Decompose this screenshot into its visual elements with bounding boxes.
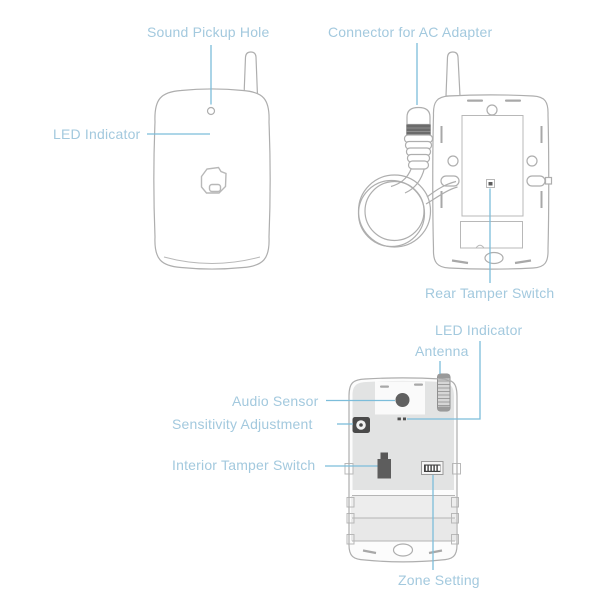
brand-logo-icon	[200, 166, 227, 194]
label-interior-tamper-switch: Interior Tamper Switch	[172, 457, 316, 473]
interior-tamper-switch	[377, 452, 391, 479]
back-screw-hole-right	[526, 155, 538, 167]
internal-body-outline	[348, 377, 458, 563]
label-led-indicator-front: LED Indicator	[53, 126, 141, 142]
back-bottom-slot	[484, 251, 504, 265]
internal-top-vent-right	[414, 383, 423, 386]
back-top-vent-right	[505, 99, 521, 102]
front-antenna	[243, 51, 259, 97]
label-rear-tamper-switch: Rear Tamper Switch	[425, 285, 555, 301]
back-screw-hole-left	[447, 155, 459, 167]
label-zone-setting: Zone Setting	[398, 572, 480, 588]
label-audio-sensor: Audio Sensor	[232, 393, 319, 409]
internal-bottom-dash-right	[428, 549, 443, 555]
sensitivity-adjustment-pot	[352, 417, 370, 433]
back-bottom-dash-right	[514, 259, 532, 265]
front-view-drawing	[153, 51, 271, 270]
internal-view-drawing	[344, 373, 461, 563]
back-side-rib	[540, 191, 543, 208]
leader-led-indicator-internal	[407, 341, 481, 420]
battery-door-outline	[460, 221, 523, 249]
back-top-vent-left	[467, 99, 483, 102]
back-slot-left	[440, 175, 460, 187]
back-slot-right	[526, 175, 546, 187]
label-connector-for-ac-adapter: Connector for AC Adapter	[328, 24, 493, 40]
internal-top-vent-left	[380, 385, 389, 388]
ac-plug-barrel	[406, 106, 431, 126]
audio-sensor	[395, 393, 410, 407]
sound-pickup-hole	[206, 106, 216, 116]
front-body-bottom-bevel	[163, 256, 261, 264]
back-antenna	[445, 51, 461, 97]
battery-row-1	[351, 496, 456, 518]
internal-bottom-dash-left	[362, 549, 377, 555]
back-side-rib	[440, 126, 443, 143]
ac-adapter-cable	[357, 106, 458, 248]
led-indicator-dot	[397, 417, 401, 421]
led-indicator-dot	[403, 417, 406, 421]
zone-setting-dip-switch	[421, 461, 444, 475]
ac-plug-band	[406, 124, 431, 135]
back-bottom-dash-left	[451, 259, 469, 265]
label-sound-pickup-hole: Sound Pickup Hole	[147, 24, 270, 40]
battery-door-tab	[475, 244, 485, 249]
battery-row-2	[351, 518, 456, 541]
back-side-rib	[440, 191, 443, 208]
label-sensitivity-adjustment: Sensitivity Adjustment	[172, 416, 313, 432]
rear-tamper-switch	[486, 179, 495, 188]
battery-compartment-outline	[461, 115, 524, 217]
rear-tamper-switch-button	[488, 182, 493, 186]
leader-lines	[147, 43, 491, 570]
internal-bottom-slot	[392, 543, 414, 557]
back-side-rib	[540, 126, 543, 143]
antenna-coil	[437, 373, 451, 412]
back-slot-notch	[544, 176, 553, 185]
back-view-drawing	[357, 51, 553, 270]
label-led-indicator-internal: LED Indicator	[435, 322, 523, 338]
label-antenna: Antenna	[415, 343, 469, 359]
front-body	[153, 88, 271, 270]
